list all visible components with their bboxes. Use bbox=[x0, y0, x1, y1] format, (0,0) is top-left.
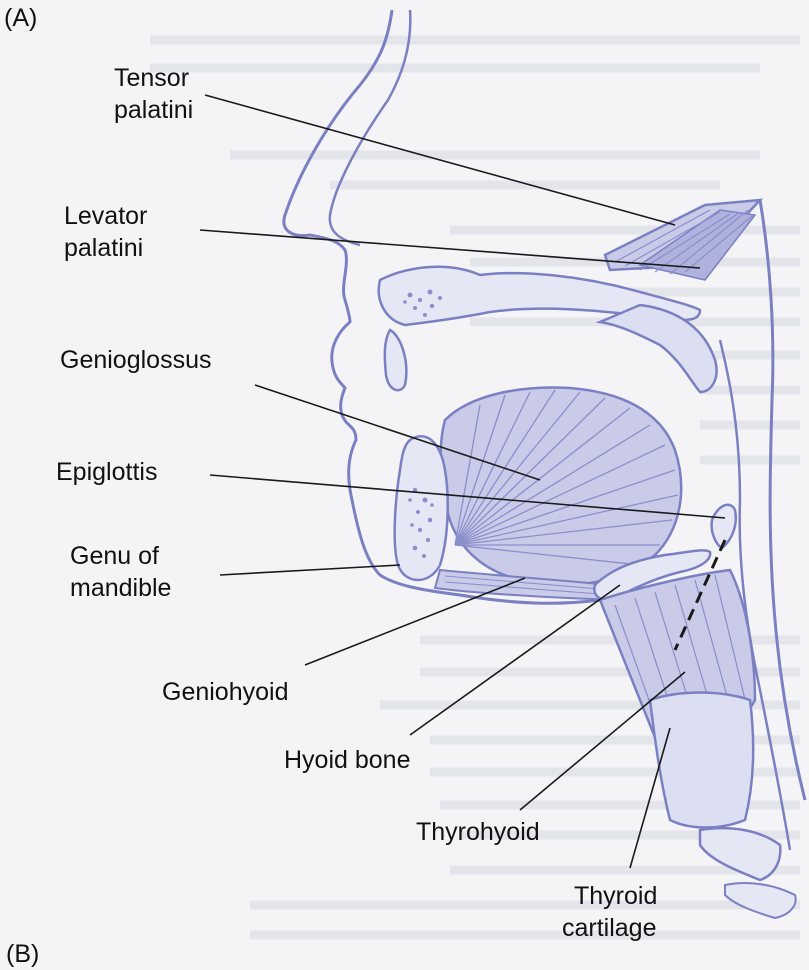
label-tensor-palatini-line1: Tensor bbox=[114, 62, 193, 94]
upper-teeth bbox=[385, 330, 407, 390]
panel-label-a: (A) bbox=[4, 2, 37, 34]
panel-label-b: (B) bbox=[6, 938, 39, 970]
label-tensor-palatini: Tensor palatini bbox=[114, 62, 193, 126]
leader-hyoid-bone bbox=[410, 585, 620, 735]
label-levator-palatini-line2: palatini bbox=[64, 232, 147, 264]
label-hyoid-bone: Hyoid bone bbox=[284, 744, 410, 776]
label-genu-of-mandible-line2: mandible bbox=[70, 572, 171, 604]
label-thyroid-cartilage-line2: cartilage bbox=[562, 912, 657, 944]
leader-genu-of-mandible bbox=[220, 565, 400, 575]
label-genu-of-mandible: Genu of mandible bbox=[70, 540, 171, 604]
leader-tensor-palatini bbox=[205, 95, 675, 225]
label-thyrohyoid: Thyrohyoid bbox=[416, 816, 540, 848]
label-genioglossus: Genioglossus bbox=[60, 344, 211, 376]
nasal-outline-inner bbox=[330, 10, 411, 245]
label-thyroid-cartilage-line1: Thyroid bbox=[562, 880, 657, 912]
mandible-genu bbox=[395, 436, 448, 580]
label-levator-palatini: Levator palatini bbox=[64, 200, 147, 264]
label-epiglottis: Epiglottis bbox=[56, 456, 157, 488]
trachea-ring bbox=[725, 883, 796, 918]
leader-geniohyoid bbox=[305, 578, 525, 665]
label-genu-of-mandible-line1: Genu of bbox=[70, 540, 171, 572]
label-tensor-palatini-line2: palatini bbox=[114, 94, 193, 126]
label-levator-palatini-line1: Levator bbox=[64, 200, 147, 232]
tongue-genioglossus bbox=[441, 387, 682, 584]
label-thyroid-cartilage: Thyroid cartilage bbox=[562, 880, 657, 944]
label-geniohyoid: Geniohyoid bbox=[162, 676, 288, 708]
